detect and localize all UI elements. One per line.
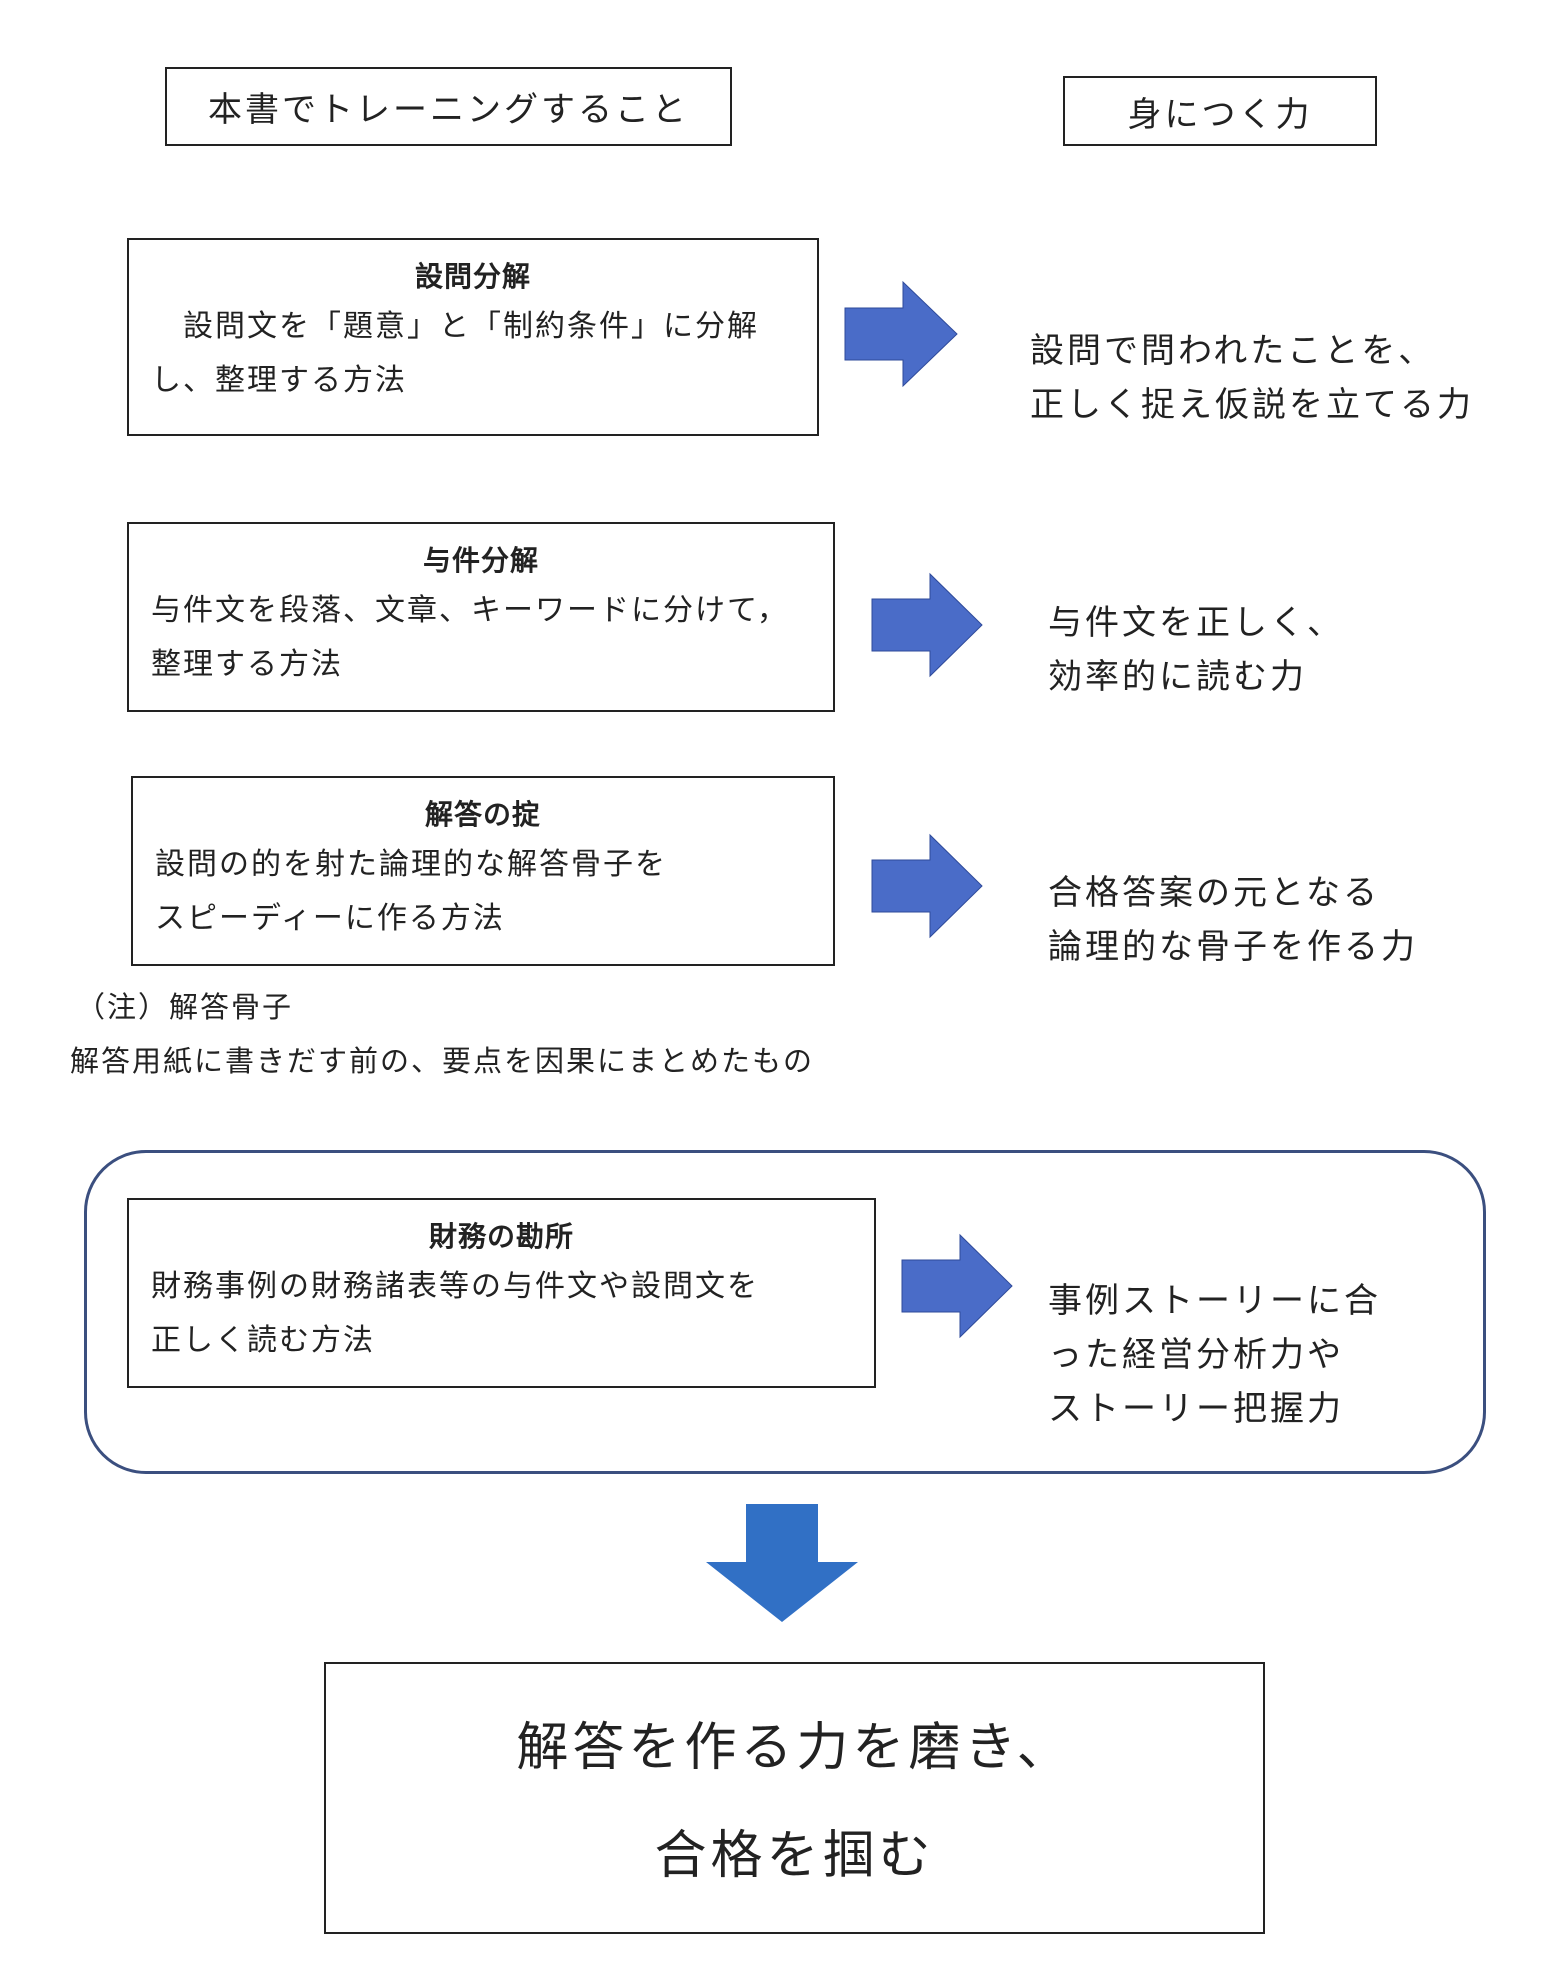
- ability-label: 合格答案の元となる 論理的な骨子を作る力: [1048, 873, 1418, 967]
- finance-group-frame: [84, 1150, 1486, 1474]
- right-arrow-icon: [901, 1233, 1013, 1339]
- method-description: 財務事例の財務諸表等の与件文や設問文を 正しく読む方法: [151, 1269, 759, 1358]
- ability-text-question-decomposition: 設問で問われたことを、 正しく捉え仮説を立てる力: [1030, 270, 1540, 432]
- ability-text-case-decomposition: 与件文を正しく、 効率的に読む力: [1048, 542, 1528, 704]
- note-text-content: 解答用紙に書きだす前の、要点を因果にまとめたもの: [70, 1044, 815, 1078]
- ability-header-label: 身につく力: [1127, 94, 1313, 135]
- method-title: 与件分解: [422, 544, 539, 577]
- method-description: 与件文を段落、文章、キーワードに分けて， 整理する方法: [151, 593, 789, 682]
- right-arrow-icon: [844, 280, 958, 388]
- training-header: 本書でトレーニングすること: [165, 67, 732, 146]
- ability-label: 与件文を正しく、 効率的に読む力: [1048, 603, 1344, 697]
- conclusion-line-1: 解答を作る力を磨き、: [516, 1718, 1073, 1778]
- note-text: 解答用紙に書きだす前の、要点を因果にまとめたもの: [70, 1038, 814, 1080]
- method-box-answer-rules: 解答の掟 設問の的を射た論理的な解答骨子を スピーディーに作る方法: [131, 776, 835, 966]
- right-arrow-icon: [871, 572, 983, 678]
- method-title: 解答の掟: [424, 798, 541, 831]
- method-box-finance-points: 財務の勘所 財務事例の財務諸表等の与件文や設問文を 正しく読む方法: [127, 1198, 876, 1388]
- ability-label: 設問で問われたことを、 正しく捉え仮説を立てる力: [1030, 331, 1474, 425]
- method-title: 設問分解: [414, 260, 531, 293]
- method-box-question-decomposition: 設問分解 設問文を「題意」と「制約条件」に分解 し、整理する方法: [127, 238, 819, 436]
- method-description: 設問の的を射た論理的な解答骨子を スピーディーに作る方法: [155, 847, 667, 936]
- note-label: （注）解答骨子: [76, 984, 293, 1026]
- conclusion-line-2: 合格を掴む: [654, 1826, 935, 1886]
- ability-label: 事例ストーリーに合 った経営分析力や ストーリー把握力: [1048, 1281, 1381, 1429]
- ability-text-answer-rules: 合格答案の元となる 論理的な骨子を作る力: [1048, 812, 1528, 974]
- conclusion-box: 解答を作る力を磨き、 合格を掴む: [324, 1662, 1265, 1934]
- ability-text-finance-points: 事例ストーリーに合 った経営分析力や ストーリー把握力: [1048, 1220, 1448, 1436]
- method-box-case-decomposition: 与件分解 与件文を段落、文章、キーワードに分けて， 整理する方法: [127, 522, 835, 712]
- note-label-text: （注）解答骨子: [76, 990, 294, 1024]
- ability-header: 身につく力: [1063, 76, 1377, 146]
- training-header-label: 本書でトレーニングすること: [208, 90, 689, 130]
- method-title: 財務の勘所: [428, 1220, 574, 1253]
- down-arrow-icon: [706, 1504, 858, 1622]
- method-description: 設問文を「題意」と「制約条件」に分解 し、整理する方法: [151, 309, 759, 398]
- right-arrow-icon: [871, 833, 983, 939]
